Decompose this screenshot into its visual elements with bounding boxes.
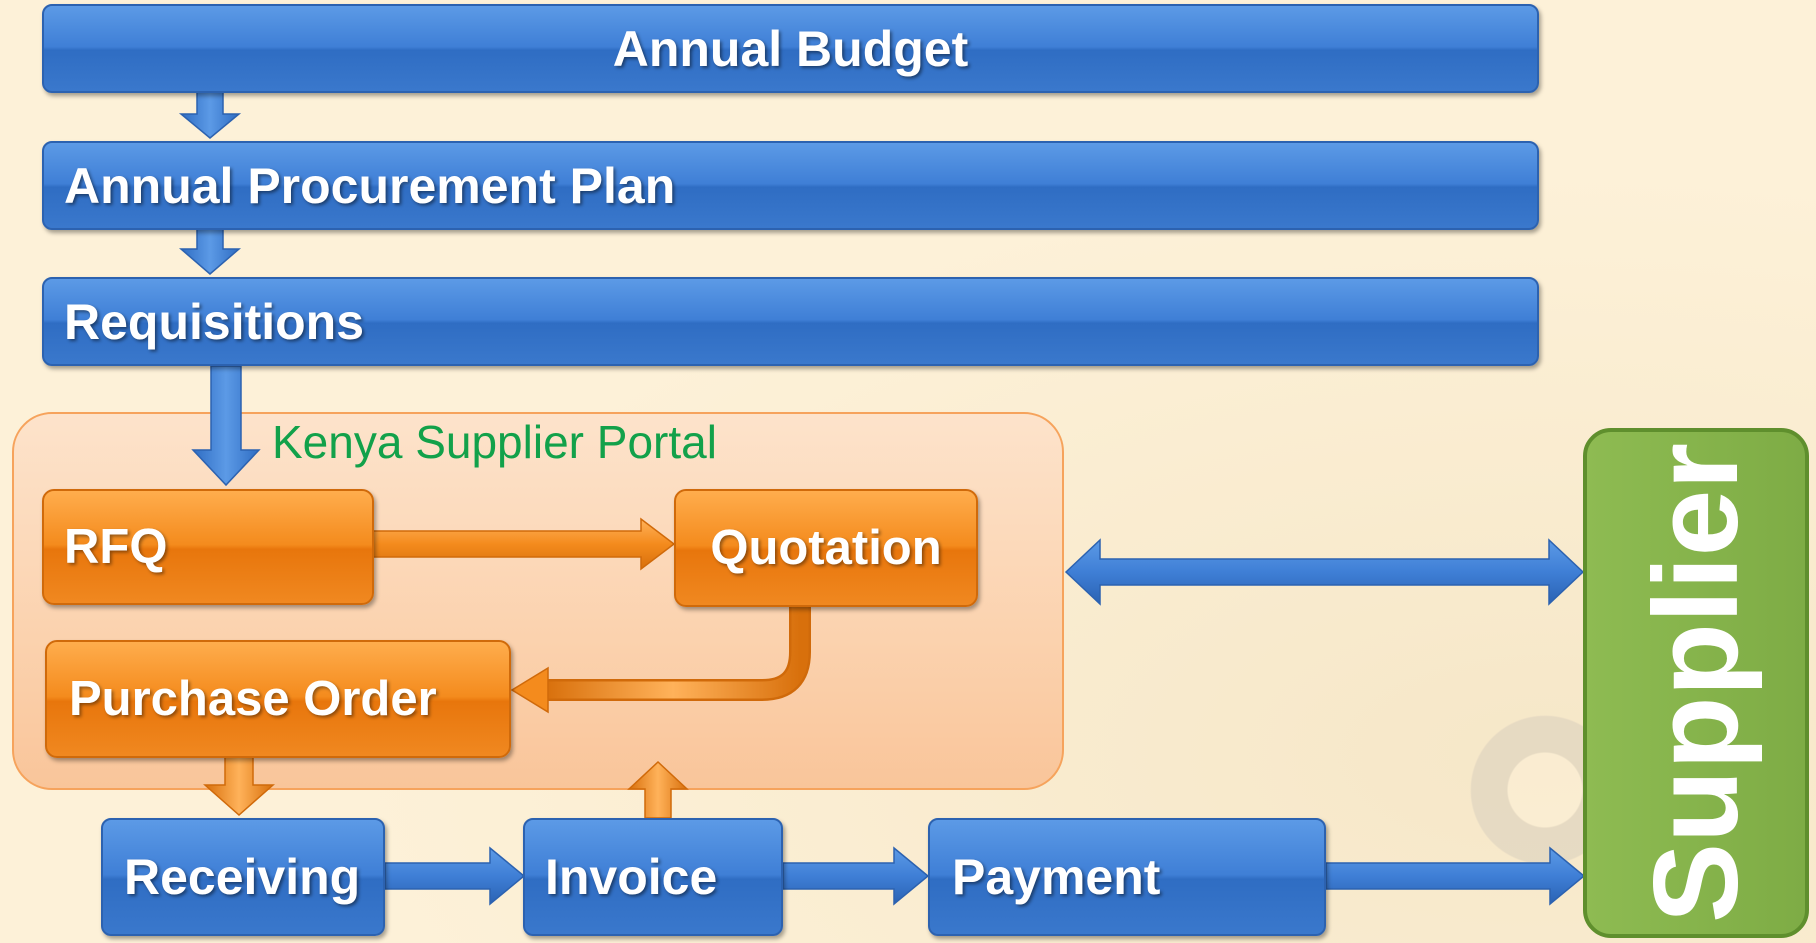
arrow-invoice-to-payment	[782, 846, 930, 906]
arrow-payment-to-supplier	[1325, 846, 1586, 906]
requisitions-label: Requisitions	[64, 293, 365, 350]
arrow-po-to-receiving	[203, 756, 275, 817]
invoice-box: Invoice	[523, 818, 783, 936]
invoice-label: Invoice	[545, 849, 718, 905]
arrow-receiving-to-invoice	[384, 846, 526, 906]
arrow-invoice-to-portal	[627, 760, 689, 819]
purchase-order-label: Purchase Order	[69, 672, 437, 726]
rfq-label: RFQ	[64, 520, 168, 574]
procurement-plan-label: Annual Procurement Plan	[64, 157, 676, 214]
annual-budget-bar: Annual Budget	[42, 4, 1539, 93]
quotation-label: Quotation	[710, 521, 942, 575]
quotation-box: Quotation	[674, 489, 978, 607]
arrow-budget-to-plan	[178, 91, 242, 139]
payment-box: Payment	[928, 818, 1326, 936]
arrow-quotation-to-purchase-order	[546, 607, 811, 701]
receiving-label: Receiving	[124, 849, 361, 905]
arrow-rfq-to-quotation	[371, 517, 676, 571]
purchase-order-box: Purchase Order	[45, 640, 511, 758]
supplier-box	[1583, 428, 1809, 938]
requisitions-bar: Requisitions	[42, 277, 1539, 366]
annual-budget-label: Annual Budget	[612, 20, 969, 77]
arrow-plan-to-requisitions	[178, 228, 242, 275]
procurement-plan-bar: Annual Procurement Plan	[42, 141, 1539, 230]
receiving-box: Receiving	[101, 818, 385, 936]
arrow-portal-supplier-bidirectional	[1064, 538, 1585, 606]
payment-label: Payment	[952, 849, 1161, 905]
supplier-label: Supplier	[1629, 442, 1763, 924]
rfq-box: RFQ	[42, 489, 374, 605]
arrow-requisitions-to-rfq	[191, 365, 261, 487]
portal-label: Kenya Supplier Portal	[272, 416, 717, 468]
